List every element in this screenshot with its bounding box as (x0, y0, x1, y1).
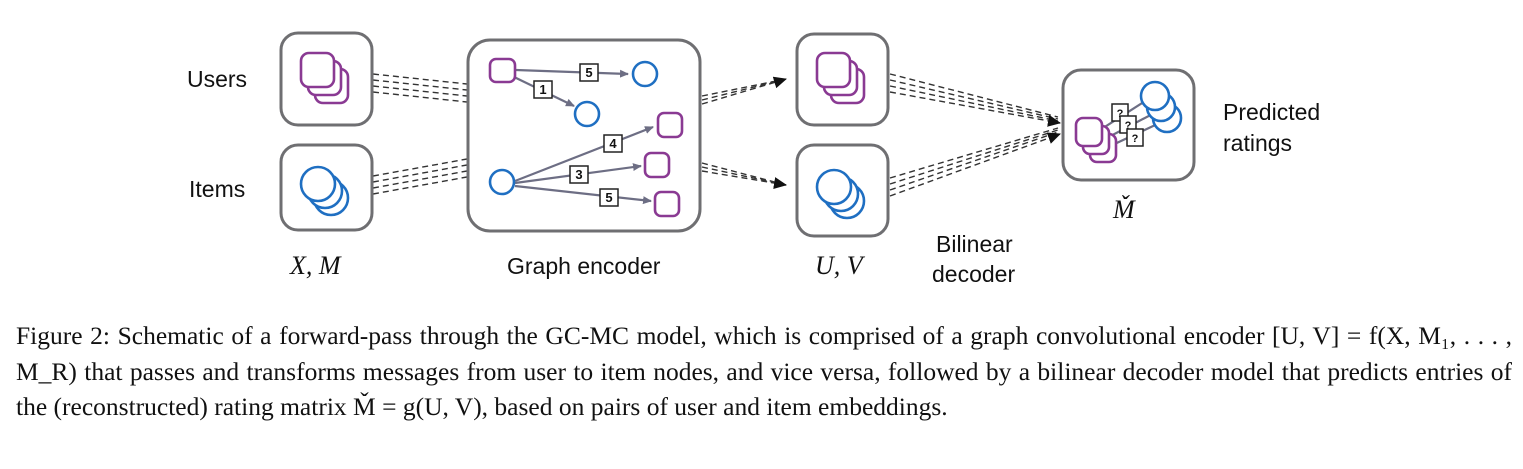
graph-encoder-box (466, 38, 702, 233)
embeddings-label: U, V (815, 251, 866, 280)
users-label: Users (187, 66, 247, 92)
item-stack-icon (299, 165, 350, 217)
encoder-user-node (653, 190, 681, 218)
encoder-item-node (631, 60, 659, 88)
edge-rating-label: 5 (585, 65, 592, 80)
gcmc-diagram: Users Items X, M (187, 31, 1320, 287)
unknown-rating-mark: ? (1132, 133, 1139, 145)
predicted-ratings-label-line1: Predicted (1223, 99, 1320, 125)
edge-label-box (579, 63, 599, 82)
edge-rating-label: 1 (539, 82, 546, 97)
output-matrix-label: M̌ (1112, 195, 1136, 224)
edge-label-box (533, 80, 553, 99)
encoder-user-node (643, 151, 671, 179)
predicted-ratings-label-line2: ratings (1223, 130, 1292, 156)
unknown-rating-mark: ? (1125, 120, 1132, 132)
encoder-item-node (488, 168, 516, 196)
bilinear-decoder-label-line2: decoder (932, 261, 1015, 287)
figure-caption: Figure 2: Schematic of a forward-pass th… (16, 321, 1512, 421)
bilinear-decoder-label-line1: Bilinear (936, 231, 1013, 257)
encoder-to-embedding-connectors (701, 76, 787, 189)
input-to-encoder-connectors (372, 73, 468, 195)
predicted-matrix-icon: ? ? ? (1074, 80, 1183, 164)
edge-rating-label: 5 (605, 190, 612, 205)
encoder-item-node (573, 100, 601, 128)
edge-label-box (599, 188, 619, 207)
encoder-user-node (488, 57, 517, 84)
edge-rating-label: 3 (575, 167, 582, 182)
unknown-rating-mark: ? (1117, 108, 1124, 120)
items-label: Items (189, 176, 245, 202)
user-stack-icon (299, 51, 350, 105)
user-stack-icon (815, 51, 866, 105)
graph-encoder-label: Graph encoder (507, 253, 661, 279)
edge-label-box (603, 134, 623, 153)
bilinear-decoder-connectors (889, 73, 1061, 197)
encoder-graph: 5 1 4 3 5 (488, 57, 684, 218)
inputs-label: X, M (289, 251, 342, 280)
item-stack-icon (815, 168, 866, 220)
edge-rating-label: 4 (609, 136, 617, 151)
edge-label-box (569, 165, 589, 184)
encoder-user-node (656, 111, 684, 139)
